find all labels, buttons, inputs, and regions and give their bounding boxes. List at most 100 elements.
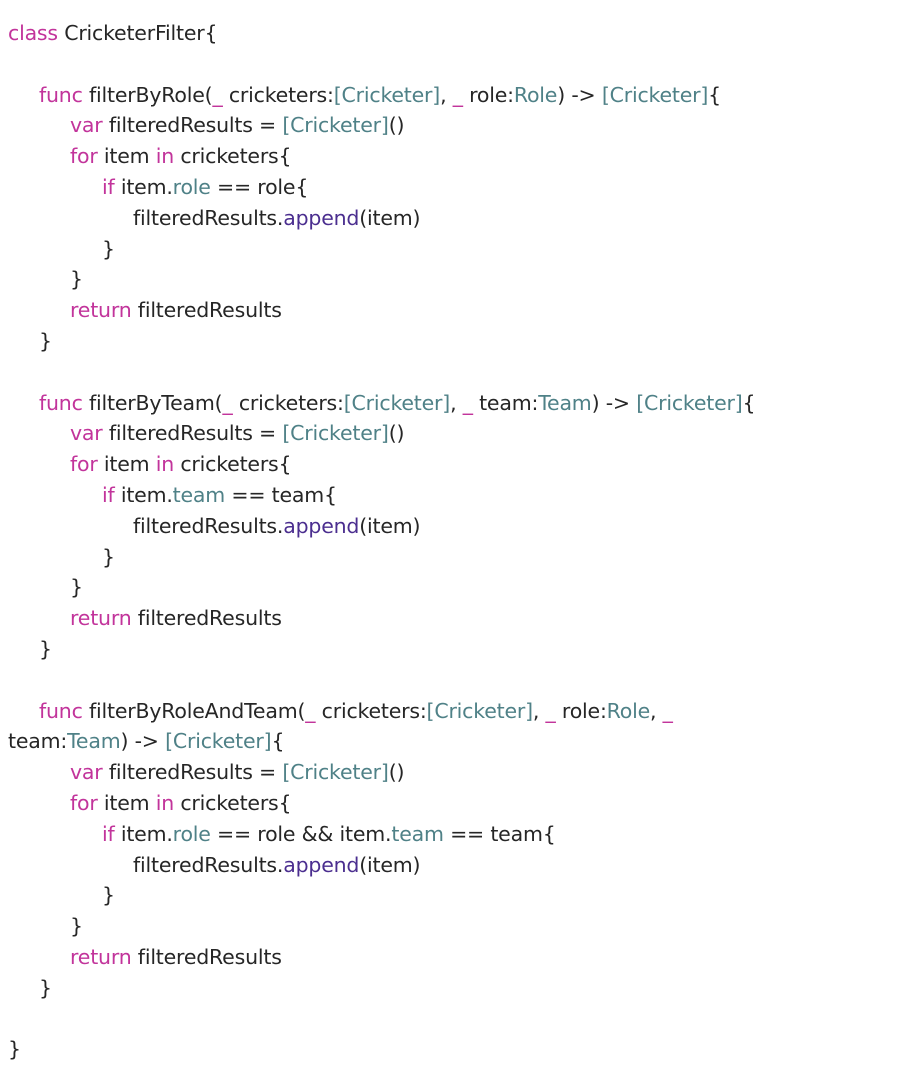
text-token: item (97, 790, 156, 815)
code-line: var filteredResults = [Cricketer]() (8, 757, 924, 788)
code-line: } (8, 234, 924, 265)
code-line: class CricketerFilter{ (8, 18, 924, 49)
type-token: Role (513, 82, 558, 107)
text-token: (item) (359, 852, 421, 877)
text-token: } (8, 1037, 21, 1062)
code-line: } (8, 326, 924, 357)
text-token: } (102, 544, 115, 569)
text-token: filteredResults (131, 944, 282, 969)
text-token: role: (462, 82, 514, 107)
keyword-token: return (70, 606, 132, 631)
code-line (8, 49, 924, 80)
code-line: for item in cricketers{ (8, 788, 924, 819)
keyword-token: in (155, 452, 175, 477)
keyword-token: func (39, 390, 83, 415)
text-token: () (388, 113, 405, 138)
code-line: filteredResults.append(item) (8, 511, 924, 542)
keyword-token: for (70, 452, 98, 477)
text-token: filteredResults. (133, 205, 284, 230)
code-line (8, 357, 924, 388)
text-token: == role && item. (210, 821, 392, 846)
code-line (8, 665, 924, 696)
code-line: var filteredResults = [Cricketer]() (8, 110, 924, 141)
code-line: } (8, 973, 924, 1004)
text-token: ) -> (120, 729, 166, 754)
type-token: team (391, 821, 444, 846)
code-line: } (8, 634, 924, 665)
method-token: append (283, 205, 360, 230)
code-line: } (8, 880, 924, 911)
text-token: , (650, 698, 663, 723)
text-token: item. (114, 482, 173, 507)
keyword-token: in (155, 144, 175, 169)
text-token: { (271, 729, 285, 754)
text-token: == team{ (225, 482, 337, 507)
keyword-token: if (102, 821, 115, 846)
type-token: [Cricketer] (165, 729, 272, 754)
code-line: } (8, 264, 924, 295)
code-line: team:Team) -> [Cricketer]{ (8, 726, 924, 757)
text-token: filteredResults = (102, 760, 283, 785)
type-token: [Cricketer] (636, 390, 743, 415)
text-token: filteredResults (131, 606, 282, 631)
text-token: ) -> (591, 390, 637, 415)
text-token: item (97, 144, 156, 169)
keyword-token: _ (662, 698, 673, 723)
text-token: } (39, 636, 52, 661)
text-token: () (388, 421, 405, 446)
text-token: CricketerFilter{ (57, 21, 218, 45)
text-token: item (97, 452, 156, 477)
keyword-token: class (8, 21, 58, 45)
text-token: (item) (359, 513, 421, 538)
text-token: cricketers: (222, 82, 334, 107)
text-token: } (39, 328, 52, 353)
keyword-token: return (70, 298, 132, 323)
code-line: for item in cricketers{ (8, 449, 924, 480)
text-token: filteredResults = (102, 421, 283, 446)
text-token: team: (8, 729, 68, 754)
text-token: filterByTeam( (82, 390, 223, 415)
text-token: cricketers: (232, 390, 344, 415)
type-token: [Cricketer] (601, 82, 709, 107)
text-token: } (70, 575, 83, 600)
text-token: } (102, 883, 115, 908)
text-token: cricketers{ (174, 790, 292, 815)
text-token: , (532, 698, 546, 723)
text-token: cricketers{ (174, 144, 292, 169)
keyword-token: return (70, 944, 132, 969)
code-line: } (8, 1034, 924, 1065)
keyword-token: _ (545, 698, 556, 723)
keyword-token: var (70, 113, 103, 138)
code-line: } (8, 911, 924, 942)
type-token: Team (67, 729, 121, 754)
code-line: return filteredResults (8, 295, 924, 326)
text-token: item. (114, 174, 173, 199)
text-token: == role{ (210, 174, 309, 199)
type-token: [Cricketer] (333, 82, 441, 107)
type-token: Role (606, 698, 651, 723)
keyword-token: _ (222, 390, 233, 415)
keyword-token: for (70, 790, 98, 815)
code-line: if item.team == team{ (8, 480, 924, 511)
keyword-token: _ (212, 82, 223, 107)
code-line: if item.role == role && item.team == tea… (8, 819, 924, 850)
keyword-token: if (102, 174, 115, 199)
text-token: (item) (359, 205, 421, 230)
method-token: append (283, 513, 360, 538)
text-token: , (450, 390, 463, 415)
text-token: filteredResults. (133, 513, 284, 538)
code-line: return filteredResults (8, 603, 924, 634)
text-token: == team{ (443, 821, 556, 846)
text-token: filterByRole( (82, 82, 213, 107)
keyword-token: func (39, 698, 83, 723)
type-token: [Cricketer] (426, 698, 534, 723)
keyword-token: func (39, 82, 83, 107)
text-token: team: (472, 390, 539, 415)
method-token: append (283, 852, 360, 877)
type-token: [Cricketer] (282, 760, 389, 785)
text-token: , (440, 82, 453, 107)
code-line: } (8, 572, 924, 603)
keyword-token: in (155, 790, 175, 815)
code-line (8, 1004, 924, 1035)
